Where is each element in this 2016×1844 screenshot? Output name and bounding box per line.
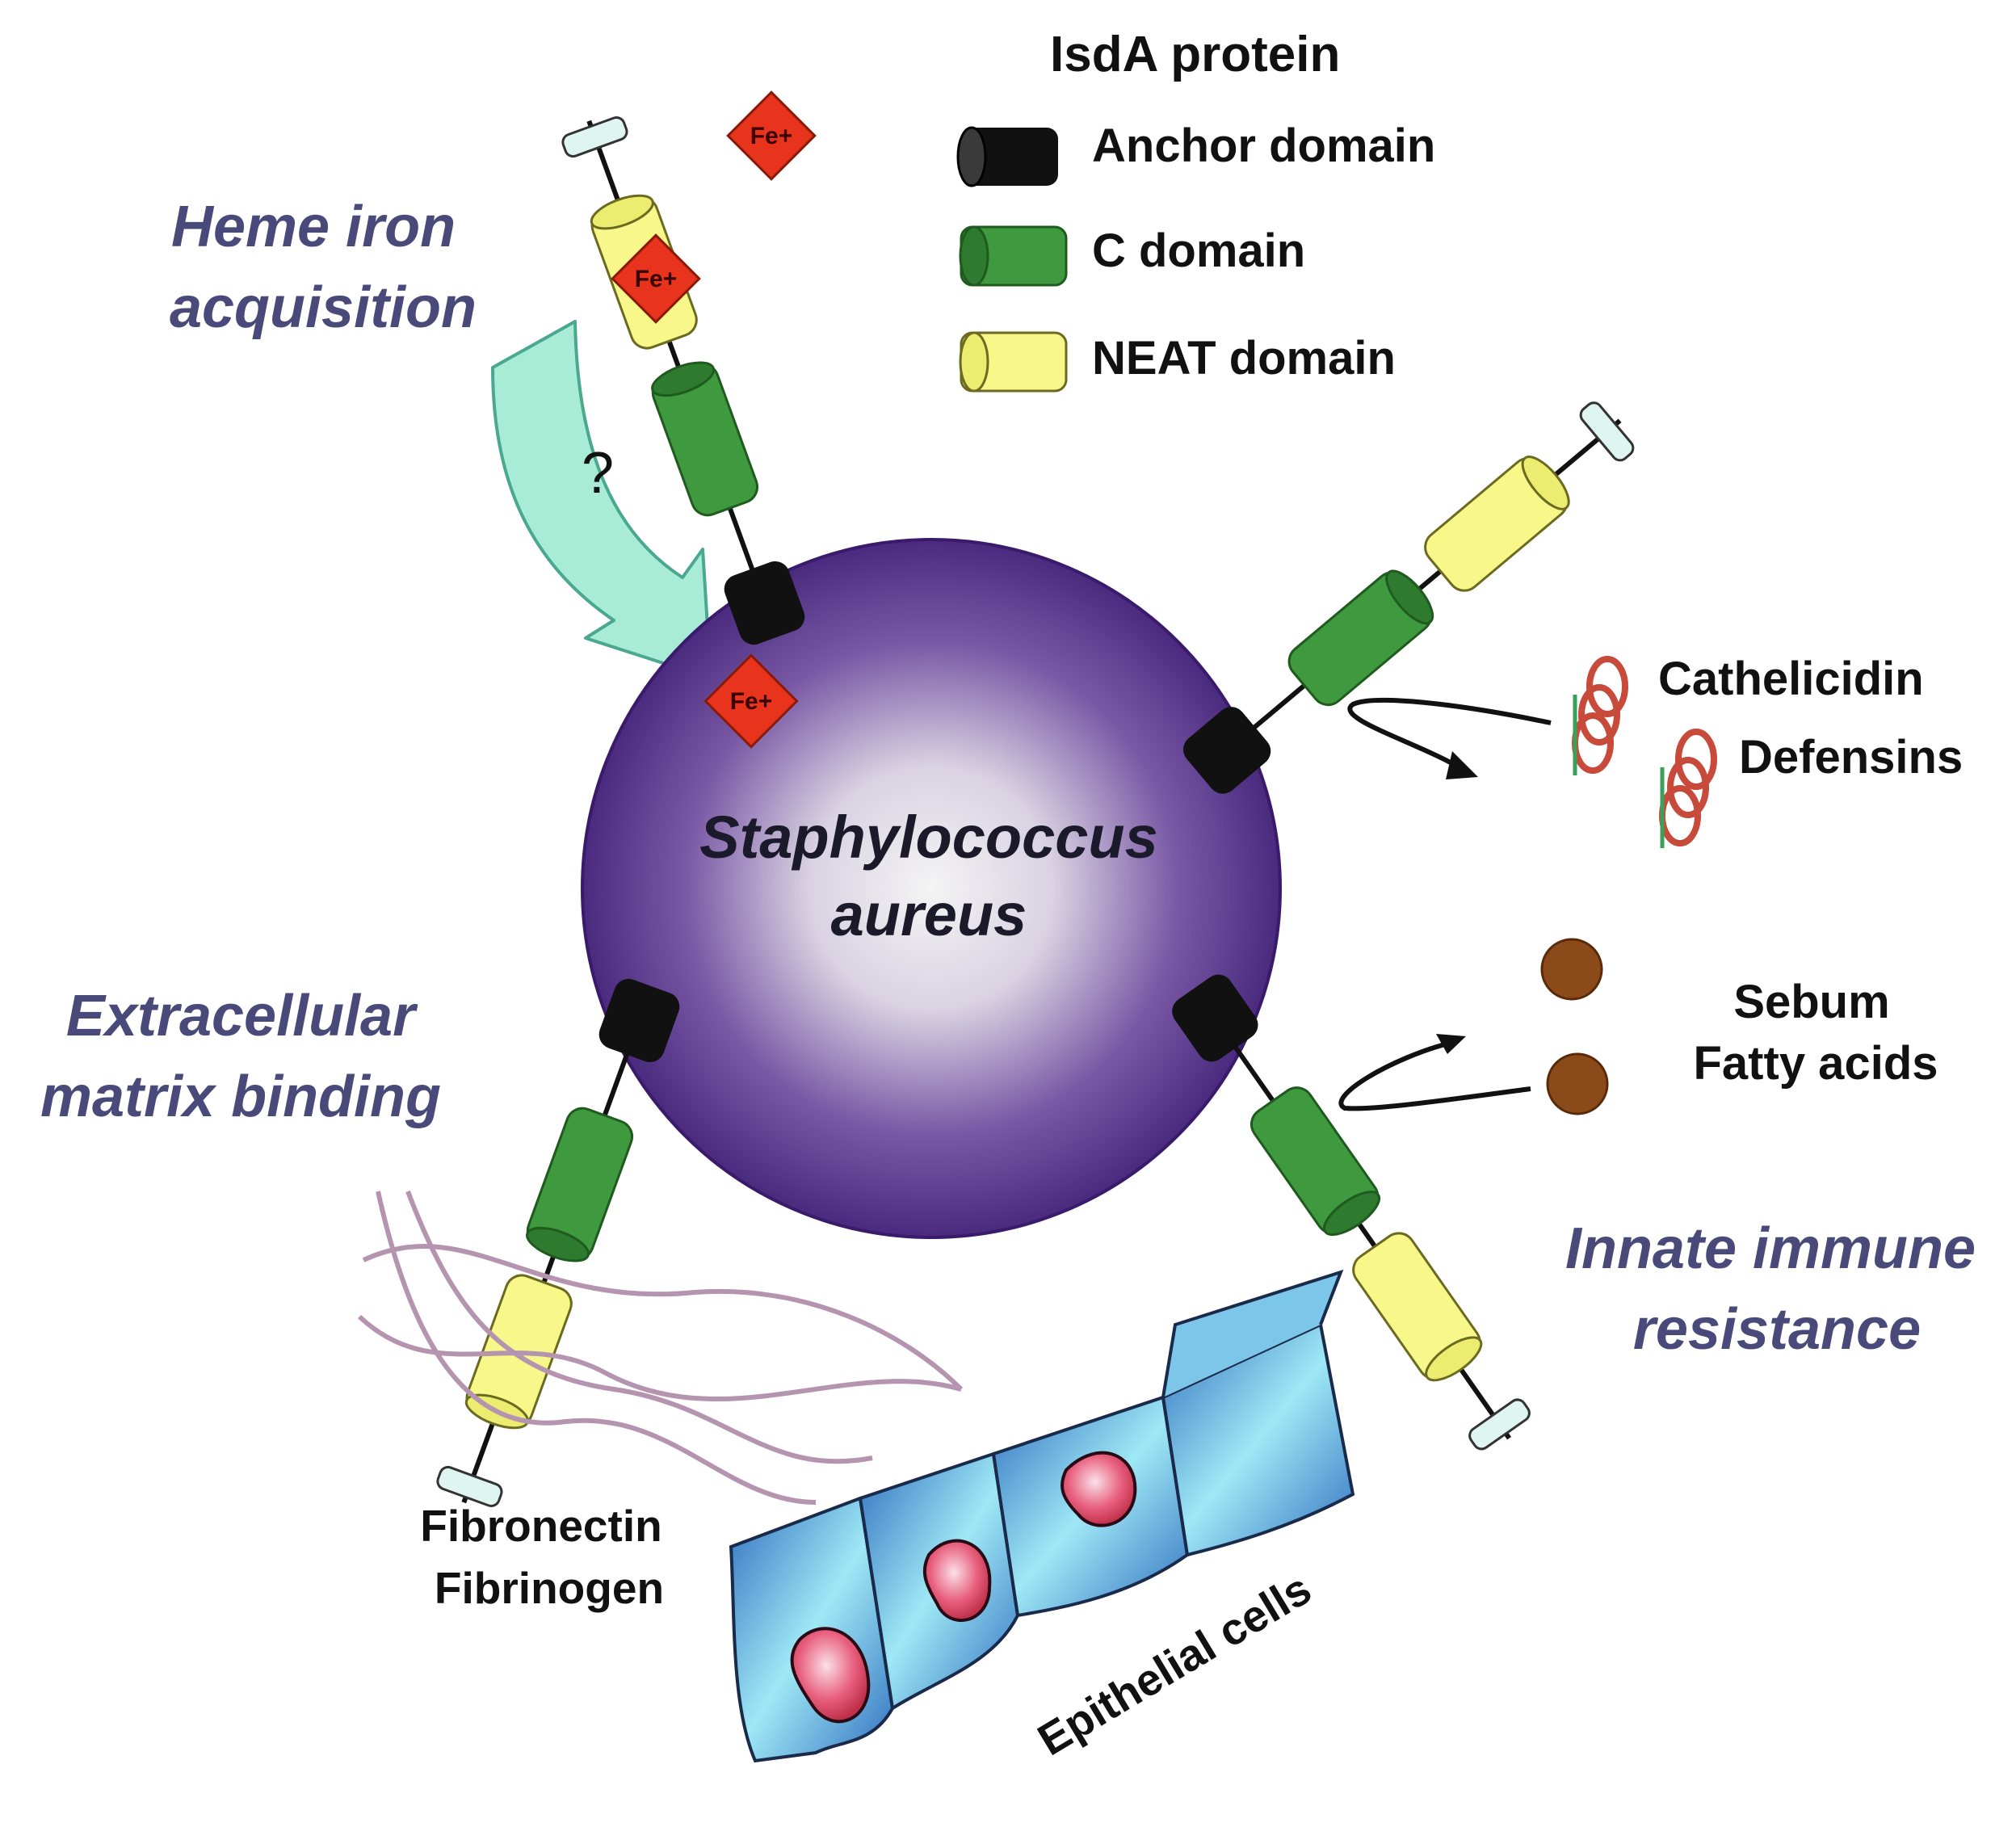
peptide-repel-arrow [1347,697,1552,774]
epithelial-cell [1161,1322,1355,1557]
sebum-droplet-icon [1540,938,1603,1001]
lipid-repel-arrowhead [1436,1034,1466,1054]
iron-ion-internalized-label: Fe+ [730,688,773,715]
legend-anchor-label: Anchor domain [1092,120,1435,172]
cathelicidin-helix-icon [1572,656,1628,775]
bacterium-name-line1: Staphylococcus [699,804,1158,871]
legend-anchor-swatch [956,126,1058,187]
isda-protein-lower-left [436,978,680,1507]
nucleus [922,1539,992,1623]
nucleus [790,1627,871,1724]
isda-protein-lower-right [1172,974,1531,1451]
cathelicidin-label: Cathelicidin [1658,653,1924,705]
iron-ion-free-label: Fe+ [750,123,793,149]
iron-ion-free [726,90,817,181]
legend-c-domain-swatch [959,225,1068,287]
question-mark: ? [582,441,614,506]
iron-ion-bound-label: Fe+ [635,266,678,292]
iron-ion-internalized [704,653,799,749]
innate-label-line1: Innate immune [1565,1216,1976,1281]
sebum-label: Sebum [1733,976,1889,1028]
fatty-acid-droplet-icon [1546,1052,1609,1115]
ecm-label-line1: Extracellular [66,984,418,1048]
legend-neat-swatch [959,331,1068,393]
legend-neat-label: NEAT domain [1092,332,1396,384]
heme-uptake-arrow [491,320,712,680]
fatty-acids-label: Fatty acids [1694,1037,1938,1090]
nucleus [1060,1451,1137,1527]
bacterium-name-line2: aureus [831,881,1027,948]
heme-label-line1: Heme iron [171,195,456,259]
iron-ion-bound [611,233,701,324]
legend-c-domain-label: C domain [1092,225,1305,277]
innate-label-line2: resistance [1633,1297,1921,1362]
ecm-label-line2: matrix binding [40,1065,441,1129]
isda-protein-upper-right [1183,401,1635,794]
defensins-label: Defensins [1739,731,1963,783]
legend-title: IsdA protein [1050,27,1340,82]
epithelium [729,1269,1355,1763]
heme-label-line2: acquisition [170,275,477,340]
ecm-fibers [357,1190,964,1505]
fibrinogen-label: Fibrinogen [435,1563,664,1613]
epithelial-nuclei [790,1451,1137,1724]
fibronectin-label: Fibronectin [420,1501,662,1551]
peptide-repel-arrowhead [1446,751,1478,779]
lipid-repel-arrow [1338,1040,1531,1111]
defensin-helix-icon [1659,729,1717,848]
legend: IsdA protein Anchor domain C domain NEAT… [956,27,1435,393]
